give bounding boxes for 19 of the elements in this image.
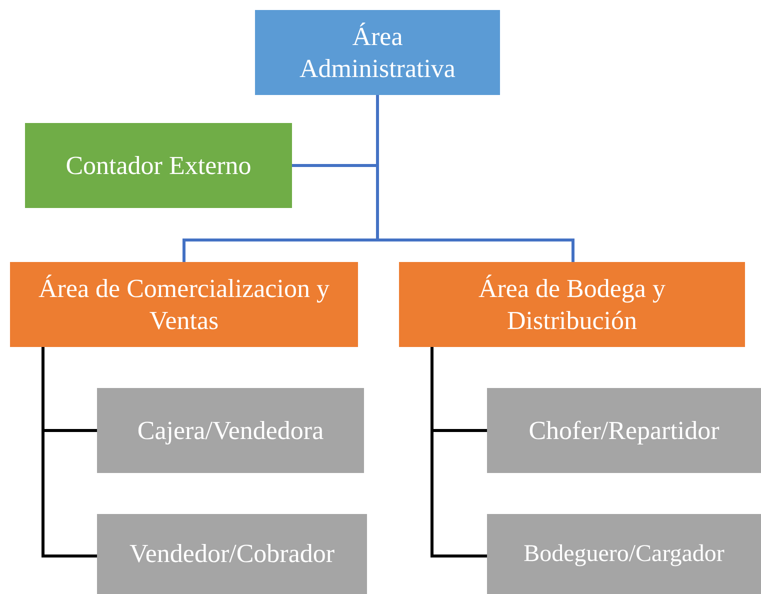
node-label: Contador Externo <box>66 150 252 182</box>
node-label: Bodeguero/Cargador <box>524 540 724 568</box>
department-box <box>399 262 745 347</box>
connector-line <box>376 95 574 262</box>
org-box <box>25 123 292 208</box>
connector-line <box>42 347 97 558</box>
connector-line <box>430 347 487 558</box>
node-label: Área de Bodega y Distribución <box>478 273 666 336</box>
node-label: Cajera/Vendedora <box>137 414 324 446</box>
department-box <box>10 262 358 347</box>
role-box <box>97 388 364 473</box>
node-label: Chofer/Repartidor <box>528 414 720 446</box>
org-box <box>255 10 500 95</box>
role-box <box>487 388 761 473</box>
node-label: Área Administrativa <box>298 21 456 84</box>
node-label: Vendedor/Cobrador <box>129 538 335 570</box>
role-box <box>97 514 367 594</box>
node-label: Área de Comercializacion y Ventas <box>38 273 330 336</box>
role-box <box>487 514 761 594</box>
